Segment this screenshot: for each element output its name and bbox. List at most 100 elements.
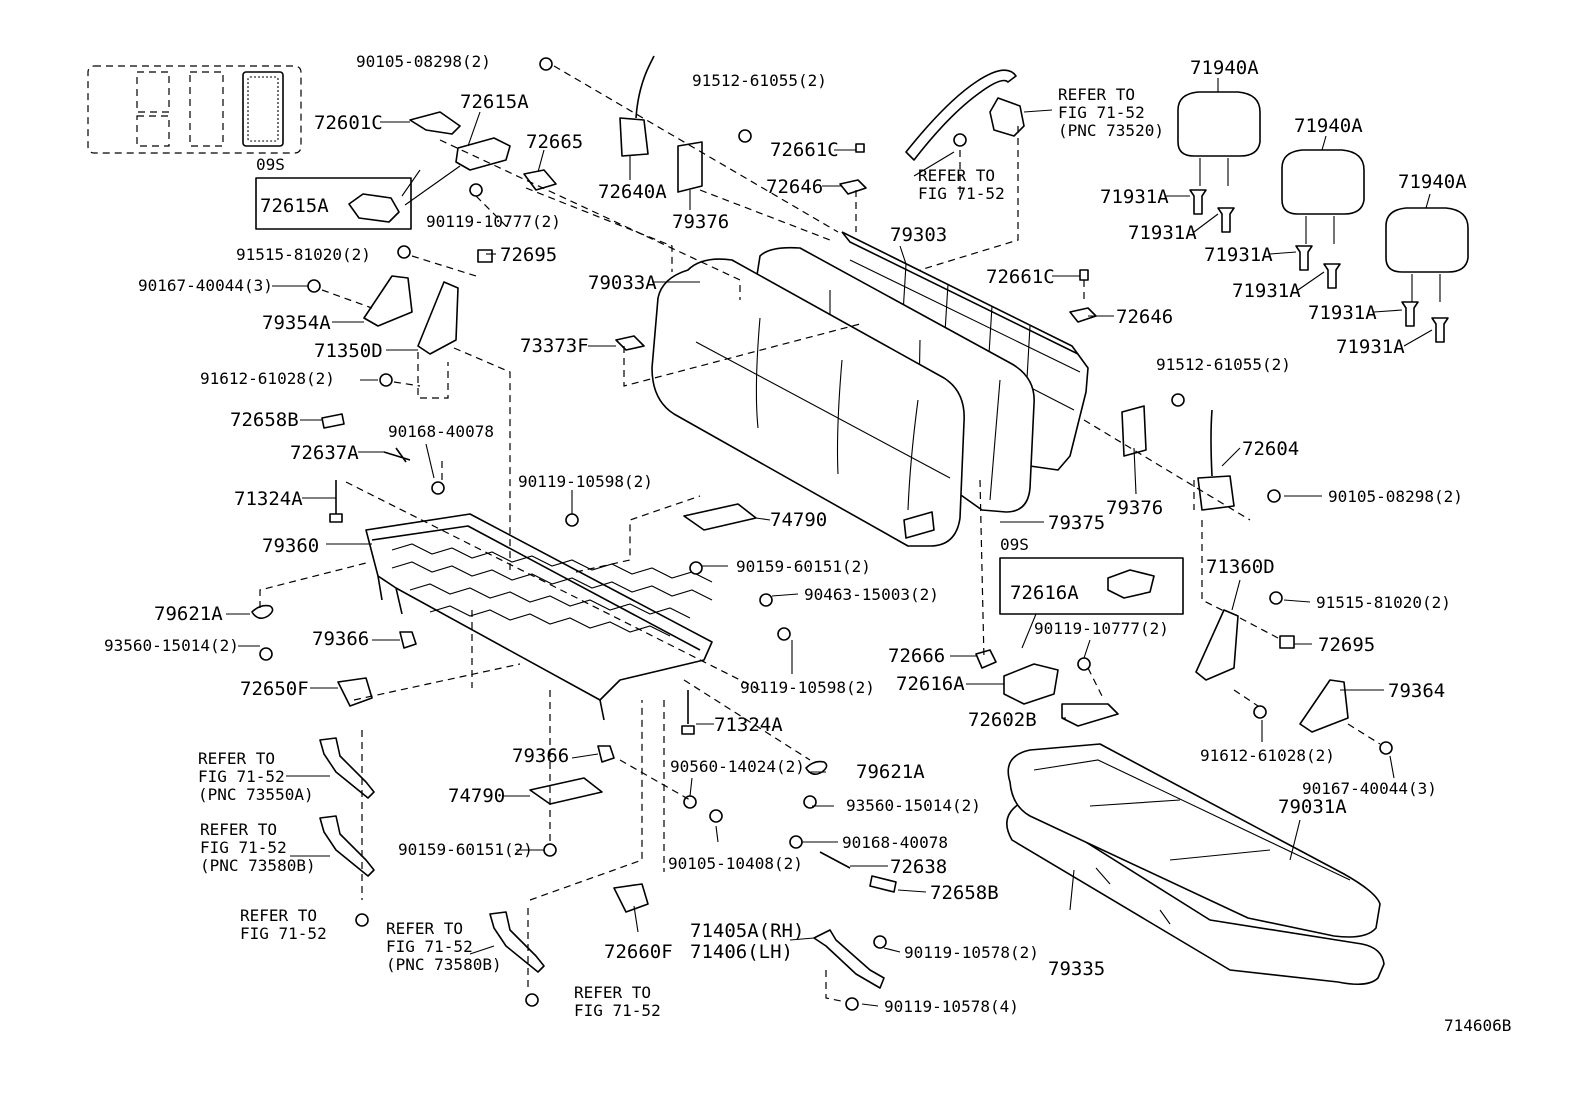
label-72640A: 72640A [598,181,667,203]
label-71324A-left: 71324A [234,488,303,510]
label-90168-40078-left: 90168-40078 [388,422,494,441]
label-90168-40078-mid: 90168-40078 [842,833,948,852]
label-71931A-2: 71931A [1128,222,1197,244]
label-90119-10578-a: 90119-10578(2) [904,943,1039,962]
ref-mid-1-line2: FIG 71-52 [386,937,473,956]
ref-left-2-line3: (PNC 73580B) [200,856,316,875]
variant-box-left [255,165,461,230]
label-79033A: 79033A [588,272,657,294]
label-71350D: 71350D [314,340,383,362]
label-90159-60151-mid: 90159-60151(2) [398,840,533,859]
label-71931A-3: 71931A [1204,244,1273,266]
label-72695-left: 72695 [500,244,557,266]
assembly-lines [259,65,1381,1003]
label-90119-10777-left: 90119-10777(2) [426,212,561,231]
label-79366-left: 79366 [312,628,369,650]
label-72666: 72666 [888,645,945,667]
label-90119-10598-mid: 90119-10598(2) [740,678,875,697]
label-79366-mid: 79366 [512,745,569,767]
label-72615A-top: 72615A [460,91,529,113]
label-90105-08298-right: 90105-08298(2) [1328,487,1463,506]
label-90167-40044-right: 90167-40044(3) [1302,779,1437,798]
label-90105-08298-top: 90105-08298(2) [356,52,491,71]
label-71360D: 71360D [1206,556,1275,578]
label-72646-top: 72646 [766,176,823,198]
label-79376-right: 79376 [1106,497,1163,519]
label-72695-right: 72695 [1318,634,1375,656]
seat-belt-upper [905,69,1025,161]
label-91515-81020-right: 91515-81020(2) [1316,593,1451,612]
catalog-number: 714606B [1444,1016,1511,1035]
ref-belt-top-line1: REFER TO [1058,85,1135,104]
label-variant-09S-right: 09S [1000,535,1029,554]
label-90159-60151-top: 90159-60151(2) [736,557,871,576]
headrests [1177,91,1469,343]
label-79364: 79364 [1388,680,1445,702]
label-71931A-4: 71931A [1232,280,1301,302]
label-72658B-left: 72658B [230,409,299,431]
label-71940A-2: 71940A [1294,115,1363,137]
ref-left-2-line1: REFER TO [200,820,277,839]
ref-left-3-line2: FIG 71-52 [240,924,327,943]
leader-lines [226,78,1433,1007]
ref-belt-top2-line2: FIG 71-52 [918,184,1005,203]
label-72616A-box: 72616A [1010,582,1079,604]
ref-belt-top2-line1: REFER TO [918,166,995,185]
label-72660F: 72660F [604,941,673,963]
label-74790-mid: 74790 [448,785,505,807]
label-72601C: 72601C [314,112,383,134]
label-79621A-left: 79621A [154,603,223,625]
label-79375: 79375 [1048,512,1105,534]
label-71931A-1: 71931A [1100,186,1169,208]
seat-cushion [1006,743,1385,986]
label-79360: 79360 [262,535,319,557]
ref-left-1-line3: (PNC 73550A) [198,785,314,804]
label-72616A: 72616A [896,673,965,695]
ref-left-1-line2: FIG 71-52 [198,767,285,786]
ref-mid-2-line1: REFER TO [574,983,651,1002]
label-90560-14024: 90560-14024(2) [670,757,805,776]
label-74790-top: 74790 [770,509,827,531]
label-91515-81020-left: 91515-81020(2) [236,245,371,264]
ref-mid-1-line1: REFER TO [386,919,463,938]
label-79376-top: 79376 [672,211,729,233]
label-93560-15014-left: 93560-15014(2) [104,636,239,655]
label-71931A-5: 71931A [1308,302,1377,324]
ref-mid-1-line3: (PNC 73580B) [386,955,502,974]
label-72602B: 72602B [968,709,1037,731]
label-73373F: 73373F [520,335,589,357]
label-72638: 72638 [890,856,947,878]
label-79031A: 79031A [1278,796,1347,818]
reference-notes: REFER TO FIG 71-52 (PNC 73520) REFER TO … [198,85,1164,1020]
label-90119-10777-right: 90119-10777(2) [1034,619,1169,638]
seat-cushion-frame [365,513,713,721]
label-79621A-mid: 79621A [856,761,925,783]
label-90119-10598-top: 90119-10598(2) [518,472,653,491]
label-variant-09S-left: 09S [256,155,285,174]
label-79354A: 79354A [262,312,331,334]
label-71940A-3: 71940A [1398,171,1467,193]
label-90105-10408: 90105-10408(2) [668,854,803,873]
label-72615A-box: 72615A [260,195,329,217]
label-71405A: 71405A(RH) [690,920,804,942]
ref-belt-top-line2: FIG 71-52 [1058,103,1145,122]
label-72646-right: 72646 [1116,306,1173,328]
label-93560-15014-mid: 93560-15014(2) [846,796,981,815]
label-91512-61055-top: 91512-61055(2) [692,71,827,90]
label-72658B-mid: 72658B [930,882,999,904]
label-71324A-mid: 71324A [714,714,783,736]
label-72665: 72665 [526,131,583,153]
label-72661C-top: 72661C [770,139,839,161]
label-71940A-1: 71940A [1190,57,1259,79]
ref-left-2-line2: FIG 71-52 [200,838,287,857]
label-90463-15003: 90463-15003(2) [804,585,939,604]
callout-labels: 90105-08298(2) 91512-61055(2) 72601C 726… [104,52,1467,1016]
ref-belt-top-line3: (PNC 73520) [1058,121,1164,140]
label-71931A-6: 71931A [1336,336,1405,358]
seat-locator-inset [87,65,302,154]
ref-mid-2-line2: FIG 71-52 [574,1001,661,1020]
hardware-parts [251,55,1393,1011]
label-91512-61055-right: 91512-61055(2) [1156,355,1291,374]
label-91612-61028-right: 91612-61028(2) [1200,746,1335,765]
ref-left-3-line1: REFER TO [240,906,317,925]
